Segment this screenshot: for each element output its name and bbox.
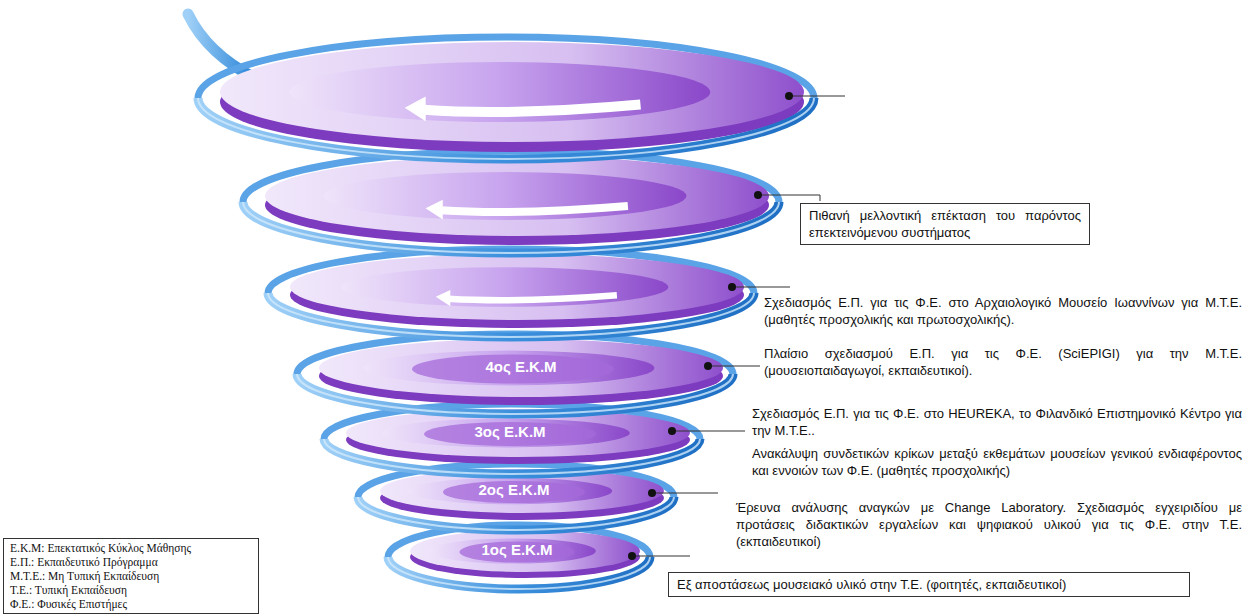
disc-face [220,42,804,142]
description-text: Πλαίσιο σχεδιασμού Ε.Π. για τις Φ.Ε. (Sc… [764,345,1242,379]
white-arrow [441,206,628,212]
cycle-label: 1ος Ε.Κ.Μ [417,541,617,558]
cycle-label: 3ος Ε.Κ.Μ [410,423,610,440]
disc-face [410,530,640,572]
white-arrowhead [426,200,443,220]
description-text: Έρευνα ανάλυσης αναγκών με Change Labora… [736,499,1242,550]
leader-dot [754,191,762,199]
disc-inner [290,62,710,122]
leader-line [732,287,790,288]
description-text: Σχεδιασμός Ε.Π. για τις Φ.Ε. στο Αρχαιολ… [764,294,1242,328]
leader-dot [668,427,676,435]
white-arrowhead [405,97,426,122]
leader-dot [704,362,712,370]
description-text: Ανακάλυψη συνδετικών κρίκων μεταξύ εκθεμ… [752,445,1242,479]
disc-inner [324,172,687,220]
ribbon-highlight [358,497,674,530]
legend-entry: Ε.Κ.Μ: Επεκτατικός Κύκλος Μάθησης [10,541,252,555]
node-text: Πιθανή μελλοντική επέκταση του παρόντος … [809,207,1081,241]
disc-face [265,156,769,236]
leader-line [758,195,820,196]
node-text: 4ος Ε.Κ.Μ [421,358,621,375]
ribbon-highlight [388,557,650,589]
leader-dot [785,92,793,100]
note-box: Πιθανή μελλοντική επέκταση του παρόντος … [800,203,1090,245]
disc-face [319,339,723,397]
leader-dot [648,489,656,497]
cycle-label: 4ος Ε.Κ.Μ [421,358,621,375]
description-text: Σχεδιασμός Ε.Π. για τις Φ.Ε. στο HEUREKA… [752,405,1242,439]
node-text: 2ος Ε.Κ.Μ [414,481,614,498]
leader-dot [728,283,736,291]
cycle-label: 2ος Ε.Κ.Μ [414,481,614,498]
ribbon-highlight [243,202,779,253]
ribbon-front [297,374,733,414]
ribbon-highlight [268,293,754,337]
legend-entry: Μ.Τ.Ε.: Μη Τυπική Εκπαίδευση [10,569,252,583]
node-text: Εξ αποστάσεως μουσειακό υλικό στην Τ.Ε. … [677,576,1181,593]
ribbon-front [358,497,674,530]
node-text: 3ος Ε.Κ.Μ [410,423,610,440]
spiral-discs [188,14,814,589]
ribbon-front [243,202,779,253]
disc-inner [382,419,630,448]
disc-inner [342,267,669,307]
leader-line [708,366,760,367]
leader-line [789,96,845,97]
leader-dot [628,552,636,560]
ribbon-highlight [324,439,700,474]
note-box: Εξ αποστάσεως μουσειακό υλικό στην Τ.Ε. … [668,572,1190,597]
ribbon-front [388,557,650,589]
abbreviation-legend: Ε.Κ.Μ: Επεκτατικός Κύκλος ΜάθησηςΕ.Π.: Ε… [3,538,259,614]
white-arrow [448,295,617,300]
leader-line [820,195,821,201]
ribbon-highlight [198,98,814,159]
ribbon-front [268,293,754,337]
ribbon-front [198,98,814,159]
disc-face [290,254,744,320]
white-arrowhead [436,290,451,306]
node-text: 1ος Ε.Κ.Μ [417,541,617,558]
leader-line [632,556,690,557]
legend-entry: Ε.Π.: Εκπαιδευτικό Πρόγραμμα [10,555,252,569]
legend-entry: Φ.Ε.: Φυσικές Επιστήμες [10,597,252,611]
disc-inner [364,351,655,386]
leader-line [652,493,718,494]
legend-entry: Τ.Ε.: Τυπική Εκπαίδευση [10,583,252,597]
ribbon-highlight [297,374,733,414]
ribbon-front [324,439,700,474]
leader-line [672,431,745,432]
white-arrow [424,105,641,112]
